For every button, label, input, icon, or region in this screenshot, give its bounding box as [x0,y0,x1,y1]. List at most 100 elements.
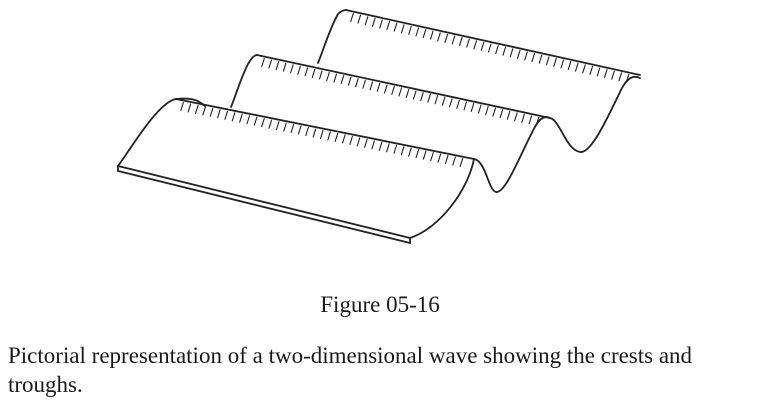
crest-hatch-mark-3 [553,57,557,67]
crest-hatch-mark-3 [422,29,427,39]
crest-hatch-mark-1 [422,150,427,160]
front-slope [409,158,475,239]
crest-hatch-mark-2 [449,98,453,108]
crest-hatch-mark-2 [456,99,460,109]
crest-hatch-mark-1 [371,140,376,150]
back-edge-profile [473,75,641,193]
crest-hatch-mark-3 [509,48,514,58]
crest-hatch-mark-3 [480,41,485,51]
crest-hatch-mark-1 [334,132,339,142]
crest-hatch-mark-1 [202,106,206,116]
crest-hatch-mark-2 [405,89,410,99]
crest-hatch-mark-1 [349,135,353,145]
crest-hatch-mark-1 [400,146,405,156]
crest-hatch-mark-2 [477,104,482,114]
crest-hatch-mark-3 [560,59,565,69]
figure-caption: Pictorial representation of a two-dimens… [8,343,693,397]
crest-hatch-mark-2 [311,68,316,78]
two-dimensional-wave-illustration [117,9,641,244]
crest-hatch-mark-1 [209,107,214,117]
crest-hatch-mark-2 [355,78,359,88]
crest-ridge-2 [256,54,551,119]
crest-hatch-mark-2 [521,113,525,123]
crest-hatch-mark-1 [319,129,324,140]
crest-hatch-mark-2 [391,85,395,95]
crest-3-left-face [317,9,347,64]
crest-hatch-mark-3 [538,54,543,64]
crest-hatch-mark-1 [408,147,412,157]
crest-hatch-mark-3 [473,40,478,50]
crest-hatch-mark-2 [261,57,265,68]
crest-hatch-mark-2 [376,82,381,92]
crest-hatch-mark-3 [357,14,362,24]
crest-hatch-mark-3 [393,22,398,32]
crest-hatch-mark-3 [524,51,528,61]
crest-hatch-mark-2 [434,95,439,105]
crest-ridge-3 [345,9,641,76]
crest-hatch-mark-1 [305,127,309,137]
crest-hatch-mark-1 [430,152,434,162]
crest-hatch-mark-3 [611,70,615,80]
crest-hatch-mark-3 [415,27,420,37]
crest-hatch-mark-1 [386,143,390,153]
crest-hatch-mark-3 [451,35,456,45]
crest-hatch-mark-2 [427,93,431,103]
crest-ridge-1 [175,98,475,160]
crest-hatch-mark-2 [333,73,338,83]
crest-hatch-mark-2 [528,115,533,125]
crest-hatch-mark-3 [502,46,507,56]
crest-hatch-mark-1 [283,122,287,132]
crest-hatch-mark-1 [378,141,383,151]
crest-hatch-mark-3 [545,56,550,66]
crest-hatch-mark-1 [224,110,228,120]
crest-hatch-mark-3 [350,13,354,23]
crest-hatch-mark-1 [452,156,456,166]
crest-hatch-mark-3 [408,25,412,35]
crest-hatch-mark-2 [297,65,301,75]
crest-hatch-mark-3 [371,17,376,27]
crest-hatch-mark-1 [290,124,295,134]
crest-hatch-mark-2 [463,101,468,111]
crest-hatch-mark-2 [290,64,294,74]
crest-hatch-mark-2 [499,109,504,119]
crest-hatch-mark-1 [246,115,251,125]
crest-hatch-mark-2 [362,79,366,89]
crest-hatch-mark-2 [485,106,489,116]
crest-hatch-mark-1 [253,116,258,126]
crest-hatch-mark-1 [261,118,265,128]
crest-hatch-mark-3 [466,38,470,48]
crest-hatch-mark-3 [531,53,536,63]
crest-hatch-mark-2 [304,67,309,77]
crest-hatch-mark-1 [341,134,346,144]
crest-hatch-mark-1 [239,113,243,123]
crest-hatch-mark-3 [437,32,441,42]
crest-hatch-mark-3 [458,37,463,47]
crest-hatch-mark-1 [327,131,331,141]
crest-hatch-mark-1 [195,104,199,114]
crest-hatch-mark-1 [231,112,236,122]
crest-hatch-mark-3 [582,64,586,74]
crest-hatch-mark-3 [400,24,405,34]
crest-hatch-mark-1 [356,137,361,147]
figure-label: Figure 05-16 [320,292,440,317]
crest-hatch-mark-1 [444,155,449,165]
crest-hatch-mark-3 [379,19,383,29]
crest-hatch-mark-1 [217,109,221,119]
crest-hatch-mark-3 [567,61,572,71]
crest-hatch-mark-1 [415,149,420,159]
crest-hatch-mark-3 [495,45,499,55]
crest-hatch-mark-1 [275,121,280,131]
crest-2-left-face [230,54,258,108]
crest-hatch-mark-2 [340,75,345,85]
crest-hatch-mark-1 [393,144,398,154]
crest-hatch-mark-2 [470,102,475,113]
crest-hatch-mark-2 [441,96,446,106]
crest-hatch-mark-3 [603,69,608,79]
crest-hatch-mark-2 [268,59,273,69]
crest-hatch-mark-2 [412,90,417,100]
crest-hatch-mark-3 [618,72,623,82]
crest-hatch-mark-2 [383,84,388,94]
crest-hatch-mark-1 [268,119,273,129]
crest-hatch-mark-2 [506,110,511,120]
crest-hatch-mark-2 [535,116,540,126]
